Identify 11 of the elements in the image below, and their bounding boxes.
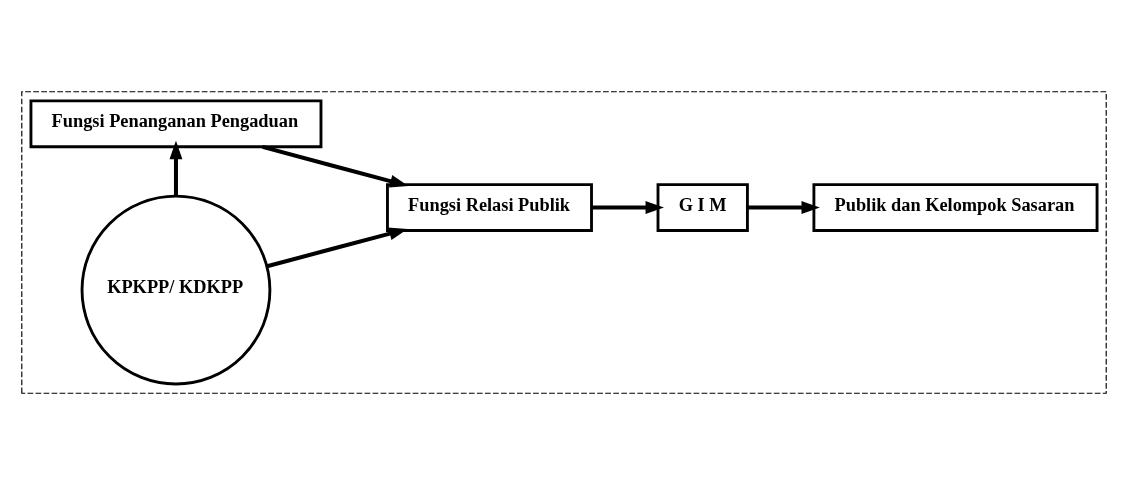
node-box: Fungsi Relasi Publik bbox=[386, 183, 593, 232]
node-box: Fungsi Penanganan Pengaduan bbox=[29, 99, 323, 149]
arrow bbox=[169, 140, 183, 196]
arrow bbox=[262, 144, 409, 188]
arrow bbox=[591, 201, 664, 214]
arrow bbox=[747, 201, 820, 214]
node-box: G I M bbox=[656, 183, 749, 232]
cluster bbox=[21, 91, 1107, 394]
arrow bbox=[266, 227, 408, 269]
node-circle: KPKPP/ KDKPP bbox=[80, 194, 272, 386]
node-box: Publik dan Kelompok Sasaran bbox=[812, 183, 1099, 232]
